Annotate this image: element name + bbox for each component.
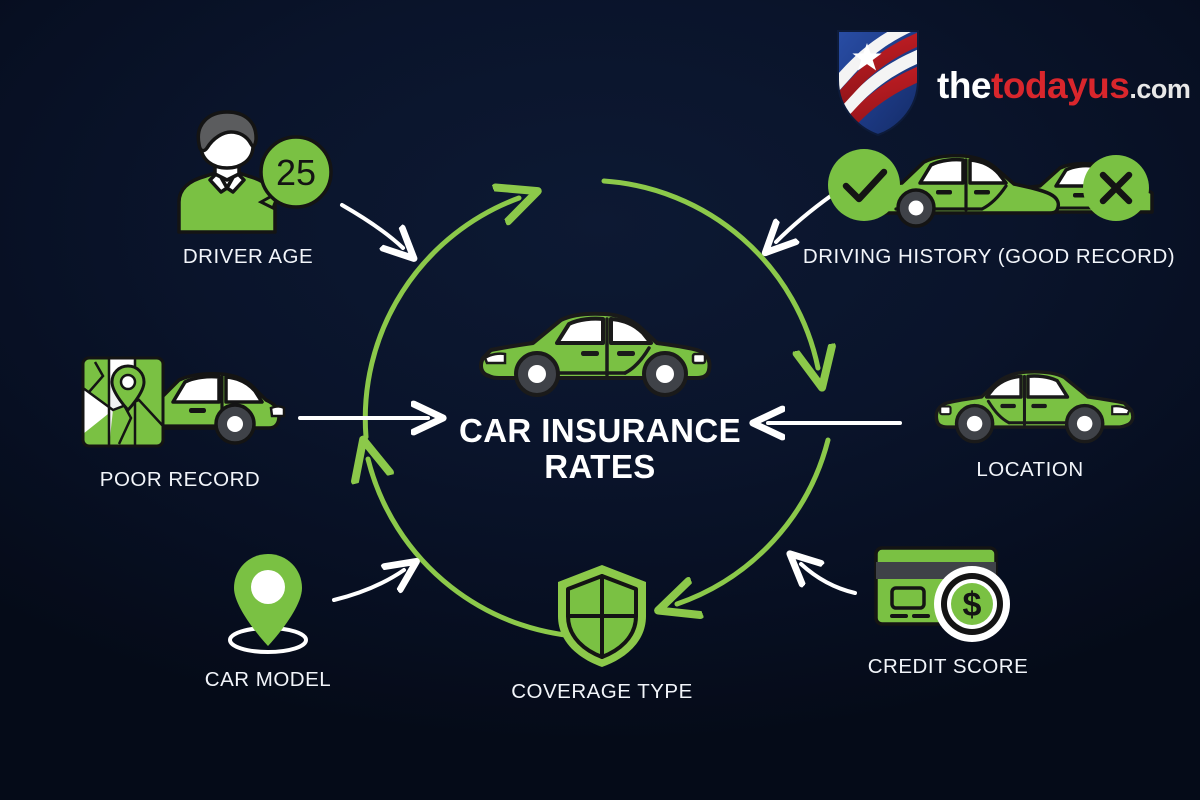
node-car-model[interactable]: CAR MODEL xyxy=(148,548,388,691)
svg-text:$: $ xyxy=(963,586,982,624)
map-with-pin-and-car-icon xyxy=(60,348,300,458)
node-label-driver-age: DRIVER AGE xyxy=(182,245,314,268)
node-coverage-type[interactable]: COVERAGE TYPE xyxy=(487,562,717,703)
logo-text-tld: .com xyxy=(1129,73,1191,104)
node-driver-age[interactable]: 25 DRIVER AGE xyxy=(128,110,368,268)
cross-icon xyxy=(1099,171,1133,205)
node-driving-history[interactable]: DRIVING HISTORY (GOOD RECORD) xyxy=(798,140,1180,268)
person-with-age-bubble-icon: 25 xyxy=(128,110,368,235)
map-pin-icon xyxy=(148,548,388,658)
node-label-coverage-type: COVERAGE TYPE xyxy=(511,680,693,703)
shield-stars-stripes-icon xyxy=(833,25,923,145)
logo-text-the: the xyxy=(937,64,992,106)
green-car-left-icon xyxy=(910,358,1150,448)
two-cars-check-cross-icon xyxy=(798,140,1180,235)
node-label-driving-history: DRIVING HISTORY (GOOD RECORD) xyxy=(802,245,1176,268)
node-location[interactable]: LOCATION xyxy=(910,358,1150,481)
site-logo[interactable]: thetodayus.com xyxy=(833,25,1191,145)
page-title: CAR INSURANCE RATES xyxy=(458,412,742,485)
driver-age-badge: 25 xyxy=(275,152,315,193)
node-label-location: LOCATION xyxy=(976,458,1084,481)
shield-icon xyxy=(487,562,717,670)
credit-card-dollar-coin-icon: $ xyxy=(838,540,1058,645)
node-label-poor-record: POOR RECORD xyxy=(99,468,261,491)
node-poor-record[interactable]: POOR RECORD xyxy=(60,348,300,491)
green-car-icon xyxy=(430,300,770,405)
logo-text-brand: todayus xyxy=(991,64,1130,106)
center-node: CAR INSURANCE RATES xyxy=(430,300,770,484)
node-label-credit-score: CREDIT SCORE xyxy=(867,655,1029,678)
check-icon xyxy=(842,168,888,203)
map-pin-icon xyxy=(109,364,146,413)
node-label-car-model: CAR MODEL xyxy=(204,668,332,691)
node-credit-score[interactable]: $ CREDIT SCORE xyxy=(838,540,1058,678)
